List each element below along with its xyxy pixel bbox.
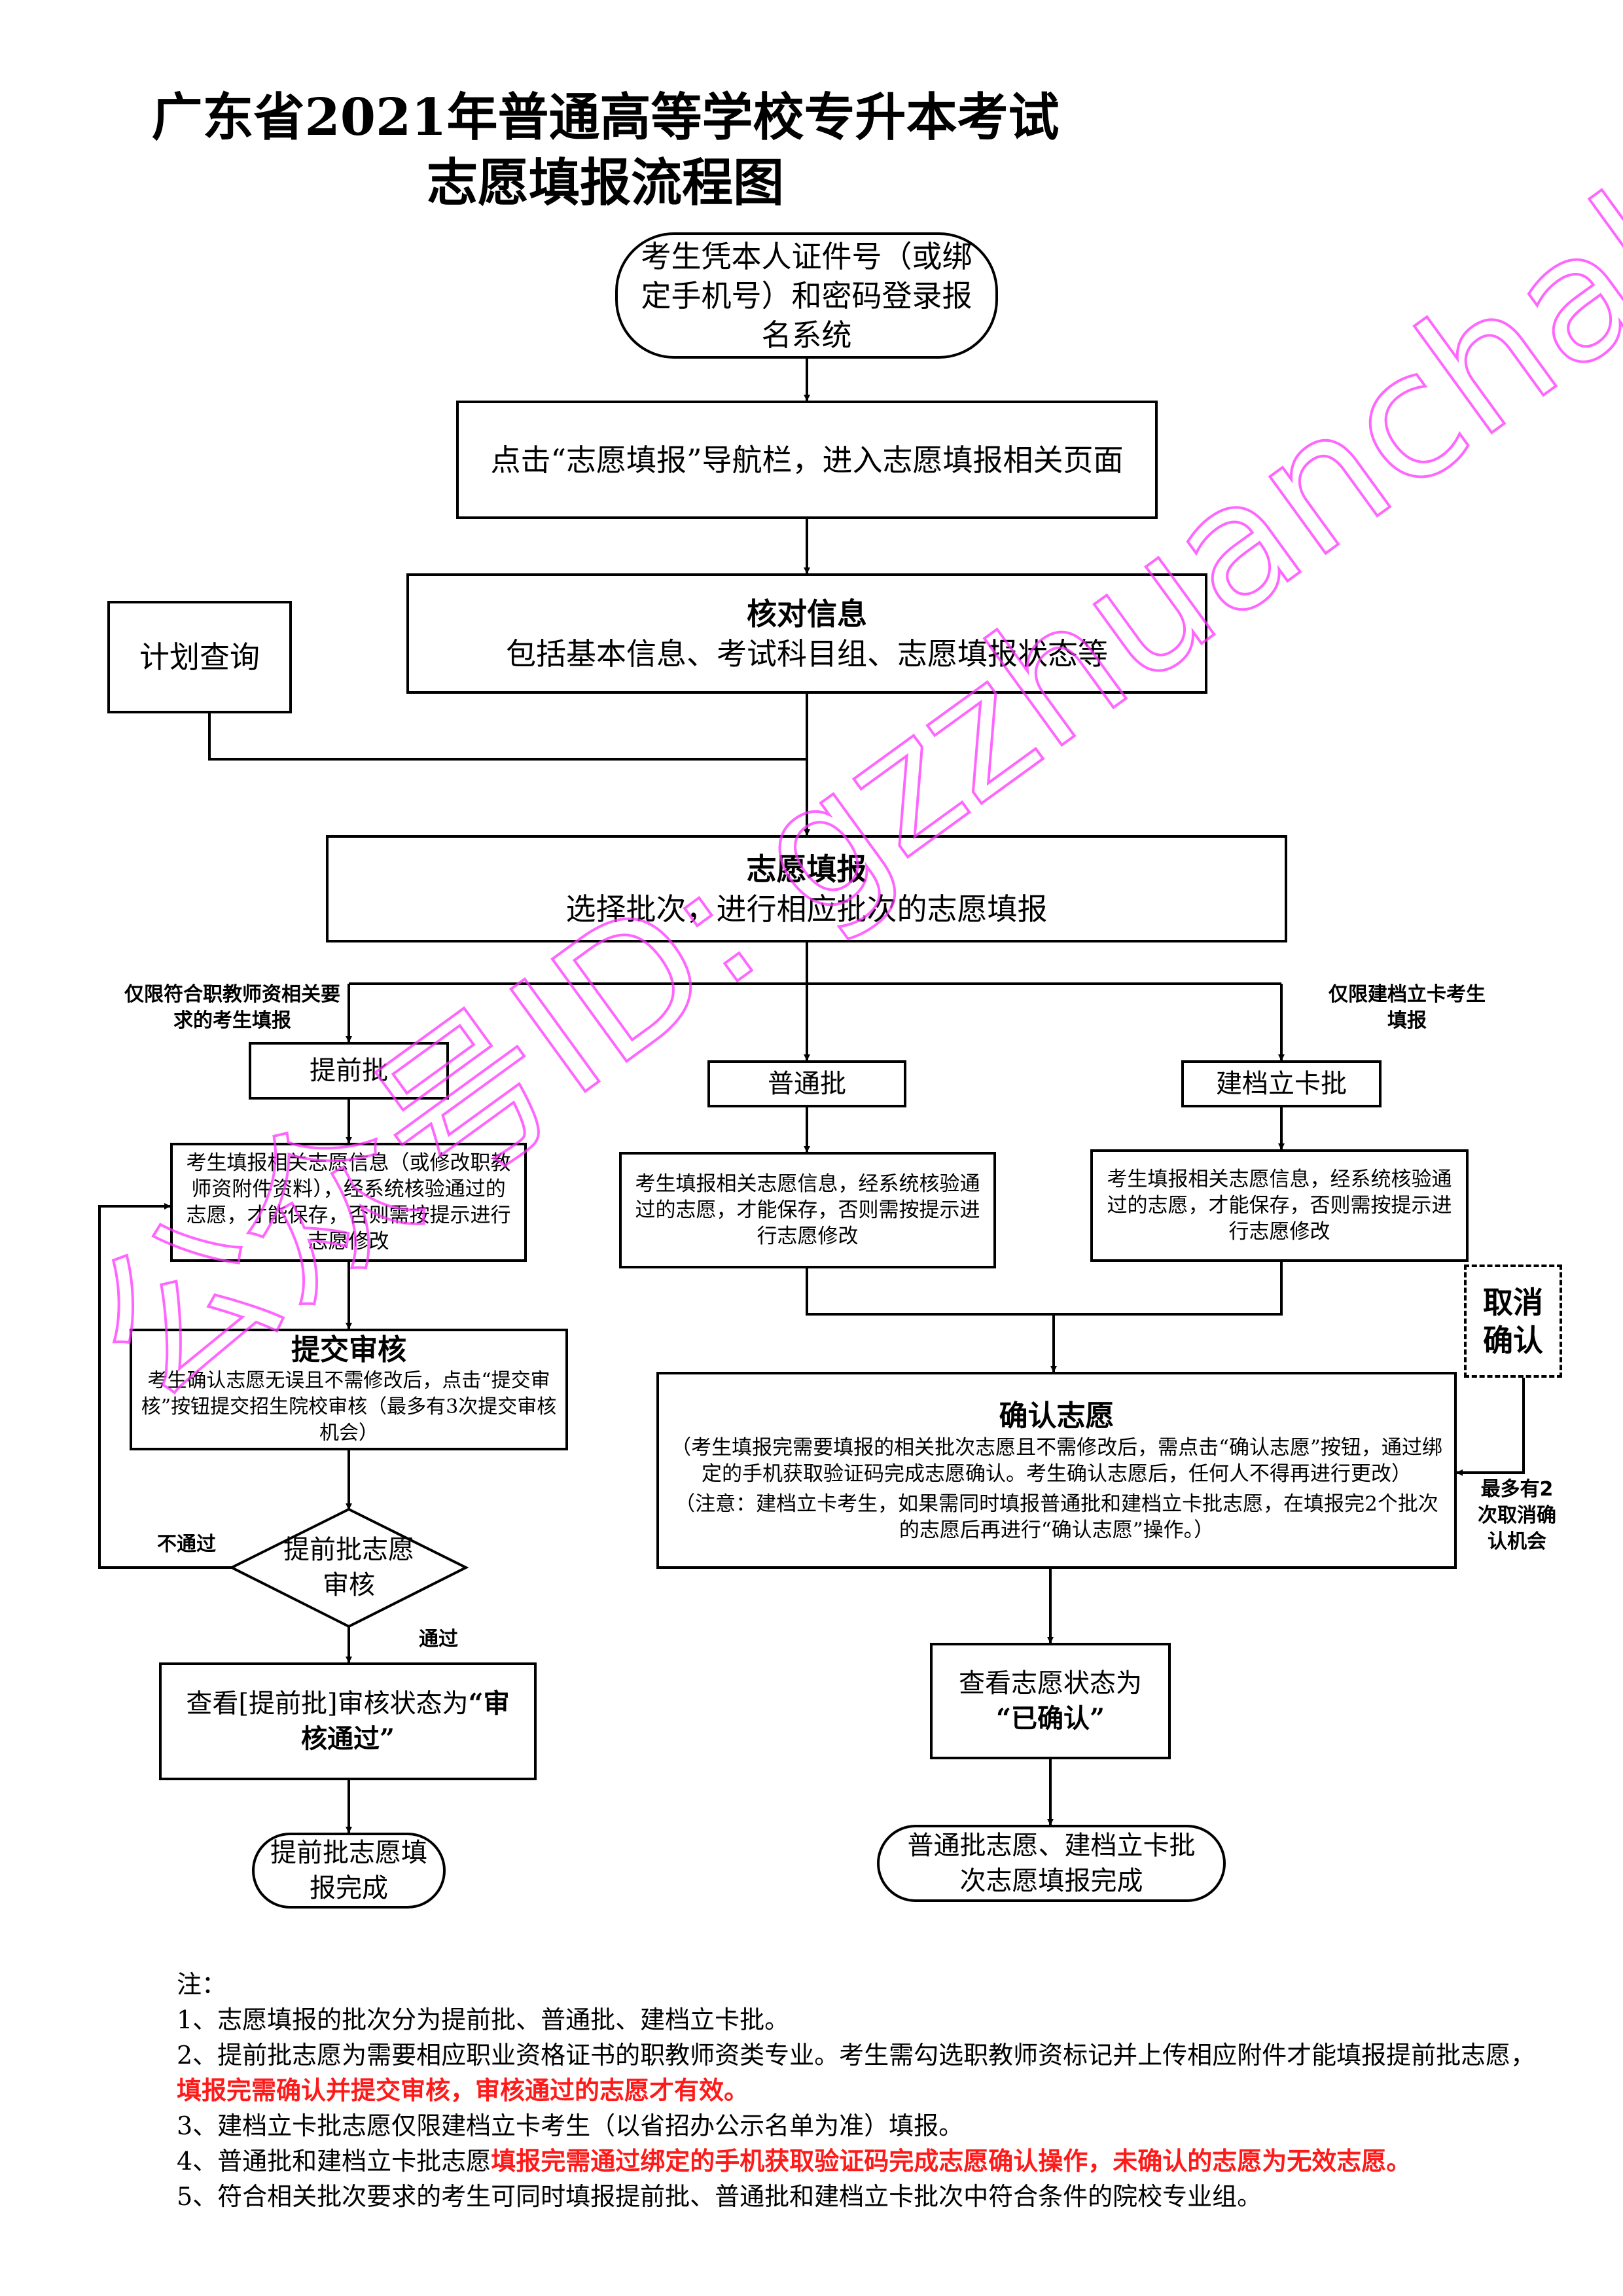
view-early-status-line: 查看[提前批]审核状态为“审核通过” <box>177 1686 518 1757</box>
verify-node: 核对信息 包括基本信息、考试科目组、志愿填报状态等 <box>406 573 1207 694</box>
card-only-label: 仅限建档立卡考生填报 <box>1329 983 1486 1032</box>
note-2-text: 2、提前批志愿为需要相应职业资格证书的职教师资类专业。考生需勾选职教师资标记并上… <box>177 2041 1536 2070</box>
early-review-diamond <box>228 1507 469 1628</box>
title-line-1: 广东省2021年普通高等学校专升本考试 <box>151 88 1060 147</box>
view-early-status-node: 查看[提前批]审核状态为“审核通过” <box>159 1662 537 1780</box>
normal-fill-text: 考生填报相关志愿信息，经系统核验通过的志愿，才能保存，否则需按提示进行志愿修改 <box>635 1172 980 1248</box>
card-fill-text: 考生填报相关志愿信息，经系统核验通过的志愿，才能保存，否则需按提示进行志愿修改 <box>1107 1168 1452 1244</box>
submit-desc: 考生确认志愿无误且不需修改后，点击“提交审核”按钮提交招生院校审核（最多有3次提… <box>141 1369 557 1444</box>
batch-card: 建档立卡批 <box>1181 1060 1382 1107</box>
note-2: 2、提前批志愿为需要相应职业资格证书的职教师资类专业。考生需勾选职教师资标记并上… <box>177 2037 1551 2108</box>
arrow-review-fail-loop <box>98 1203 232 1569</box>
view-early-status-text: 查看[提前批]审核状态为 <box>186 1689 469 1719</box>
notes-section: 注： 1、志愿填报的批次分为提前批、普通批、建档立卡批。 2、提前批志愿为需要相… <box>177 1967 1551 2214</box>
click-nav-text: 点击“志愿填报”导航栏，进入志愿填报相关页面 <box>490 442 1124 478</box>
note-4-red: 填报完需通过绑定的手机获取验证码完成志愿确认操作，未确认的志愿为无效志愿。 <box>491 2146 1412 2176</box>
login-node: 考生凭本人证件号（或绑定手机号）和密码登录报名系统 <box>615 232 998 359</box>
title-line-2: 志愿填报流程图 <box>426 153 784 213</box>
view-early-status-bold: “审核通过” <box>300 1688 510 1754</box>
confirm-desc-2: （注意：建档立卡考生，如果需同时填报普通批和建档立卡批志愿，在填报完2个批次的志… <box>675 1492 1438 1542</box>
line-merge <box>806 1262 1283 1316</box>
early-done-node: 提前批志愿填报完成 <box>252 1833 446 1909</box>
cancel-confirm-text: 取消确认 <box>1483 1284 1543 1358</box>
submit-title: 提交审核 <box>291 1333 406 1367</box>
notes-heading: 注： <box>177 1970 227 1999</box>
early-fill-text: 考生填报相关志愿信息（或修改职教师资附件资料），经系统核验通过的志愿，才能保存，… <box>186 1151 511 1253</box>
verify-title: 核对信息 <box>747 596 867 632</box>
final-done-text: 普通批志愿、建档立卡批次志愿填报完成 <box>907 1831 1196 1896</box>
batch-normal-text: 普通批 <box>768 1069 846 1099</box>
final-done-node: 普通批志愿、建档立卡批次志愿填报完成 <box>877 1825 1226 1902</box>
pass-label: 通过 <box>419 1628 458 1651</box>
fill-desc: 选择批次，进行相应批次的志愿填报 <box>565 891 1048 927</box>
early-fill-node: 考生填报相关志愿信息（或修改职教师资附件资料），经系统核验通过的志愿，才能保存，… <box>170 1143 527 1262</box>
confirm-desc-1: （考生填报完需要填报的相关批次志愿且不需修改后，需点击“确认志愿”按钮，通过绑定… <box>671 1435 1442 1486</box>
cancel-confirm-node: 取消确认 <box>1464 1265 1562 1378</box>
line-plan-to-fill <box>208 713 807 761</box>
plan-query-text: 计划查询 <box>139 639 260 675</box>
submit-node: 提交审核 考生确认志愿无误且不需修改后，点击“提交审核”按钮提交招生院校审核（最… <box>130 1329 568 1450</box>
early-only-label: 仅限符合职教师资相关要求的考生填报 <box>124 983 340 1032</box>
note-3: 3、建档立卡批志愿仅限建档立卡考生（以省招办公示名单为准）填报。 <box>177 2111 964 2140</box>
fail-label: 不通过 <box>157 1533 216 1556</box>
fill-title: 志愿填报 <box>746 852 867 887</box>
note-4: 4、普通批和建档立卡批志愿填报完需通过绑定的手机获取验证码完成志愿确认操作，未确… <box>177 2144 1551 2179</box>
batch-normal: 普通批 <box>707 1060 906 1107</box>
view-status-bold: “已确认” <box>995 1703 1105 1734</box>
confirm-node: 确认志愿 （考生填报完需要填报的相关批次志愿且不需修改后，需点击“确认志愿”按钮… <box>656 1372 1457 1569</box>
fill-node: 志愿填报 选择批次，进行相应批次的志愿填报 <box>326 835 1287 942</box>
plan-query-node: 计划查询 <box>107 601 292 713</box>
arrow-cancel-to-confirm <box>1456 1378 1525 1476</box>
login-text: 考生凭本人证件号（或绑定手机号）和密码登录报名系统 <box>641 238 972 353</box>
batch-early-text: 提前批 <box>310 1056 388 1086</box>
cancel-limit-label: 最多有2次取消确认机会 <box>1478 1478 1556 1553</box>
batch-card-text: 建档立卡批 <box>1216 1069 1347 1099</box>
confirm-title: 确认志愿 <box>999 1399 1115 1433</box>
normal-fill-node: 考生填报相关志愿信息，经系统核验通过的志愿，才能保存，否则需按提示进行志愿修改 <box>619 1152 996 1268</box>
page-title: 广东省2021年普通高等学校专升本考试 志愿填报流程图 <box>0 85 1211 216</box>
verify-desc: 包括基本信息、考试科目组、志愿填报状态等 <box>506 636 1108 672</box>
batch-early: 提前批 <box>249 1042 449 1100</box>
note-2-red: 填报完需确认并提交审核，审核通过的志愿才有效。 <box>177 2075 749 2105</box>
card-fill-node: 考生填报相关志愿信息，经系统核验通过的志愿，才能保存，否则需按提示进行志愿修改 <box>1090 1149 1469 1262</box>
note-1: 1、志愿填报的批次分为提前批、普通批、建档立卡批。 <box>177 2005 790 2034</box>
early-done-text: 提前批志愿填报完成 <box>270 1838 427 1903</box>
early-review-text: 提前批志愿审核 <box>283 1535 414 1600</box>
note-4-text: 4、普通批和建档立卡批志愿 <box>177 2147 491 2176</box>
view-status-node: 查看志愿状态为 “已确认” <box>930 1643 1171 1759</box>
note-5: 5、符合相关批次要求的考生可同时填报提前批、普通批和建档立卡批次中符合条件的院校… <box>177 2182 1262 2211</box>
click-nav-node: 点击“志愿填报”导航栏，进入志愿填报相关页面 <box>456 401 1158 519</box>
view-status-text: 查看志愿状态为 <box>959 1668 1142 1698</box>
